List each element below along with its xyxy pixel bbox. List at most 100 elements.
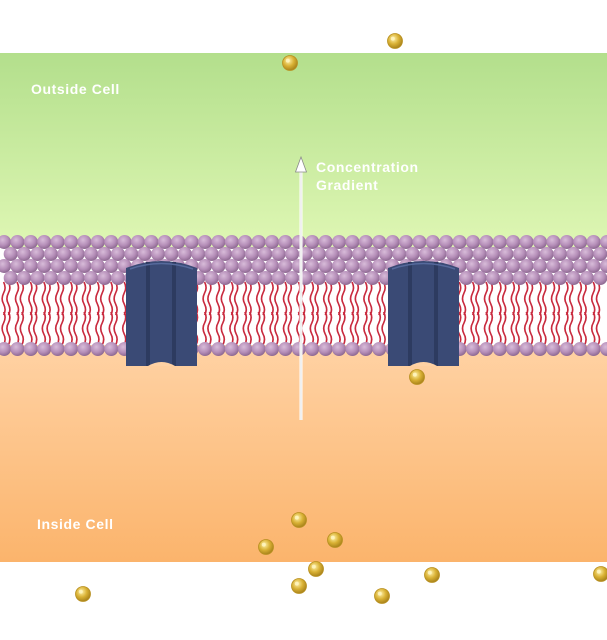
lipid-tail bbox=[287, 281, 293, 316]
lipid-head bbox=[271, 271, 286, 285]
channel-rim bbox=[391, 262, 456, 270]
lipid-tail bbox=[202, 281, 207, 316]
lipid-tail bbox=[483, 311, 489, 346]
lipid-tail bbox=[68, 311, 73, 346]
lipid-head bbox=[224, 342, 239, 356]
inside-cell-label: Inside Cell bbox=[37, 516, 114, 532]
lipid-head bbox=[265, 259, 279, 273]
lipid-tail bbox=[327, 311, 333, 346]
lipid-head bbox=[425, 235, 440, 249]
solute-particles bbox=[75, 33, 607, 604]
lipid-tail bbox=[577, 281, 583, 316]
channel-body bbox=[388, 261, 459, 366]
lipid-head bbox=[198, 235, 212, 249]
lipid-head bbox=[278, 235, 293, 249]
lipid-head bbox=[77, 342, 92, 356]
lipid-head bbox=[77, 235, 92, 249]
lipid-head bbox=[479, 259, 494, 273]
lipid-tail bbox=[282, 311, 288, 346]
lipid-head bbox=[244, 247, 259, 261]
lipid-tail bbox=[376, 281, 382, 316]
lipid-head bbox=[265, 342, 279, 356]
lipid-head bbox=[17, 271, 32, 285]
lipid-head bbox=[546, 259, 561, 273]
lipid-head bbox=[412, 235, 427, 249]
lipid-tail bbox=[99, 281, 105, 316]
solute-molecule-icon bbox=[387, 33, 403, 49]
lipid-tail bbox=[46, 311, 51, 346]
lipid-head bbox=[64, 259, 78, 273]
lipid-tail bbox=[501, 281, 507, 316]
lipid-tail bbox=[367, 311, 373, 346]
lipid-head bbox=[231, 271, 246, 285]
lipid-head bbox=[512, 271, 527, 285]
lipid-head bbox=[566, 271, 581, 285]
lipid-tail bbox=[1, 311, 6, 346]
lipid-head bbox=[311, 271, 326, 285]
channel-subunit-edge bbox=[172, 262, 176, 366]
lipid-head bbox=[586, 259, 601, 273]
lipid-head bbox=[439, 235, 454, 249]
lipid-head bbox=[311, 247, 326, 261]
lipid-head bbox=[399, 235, 413, 249]
lipid-head bbox=[305, 259, 320, 273]
lipid-tail bbox=[59, 311, 65, 346]
lipid-head bbox=[37, 259, 52, 273]
lipid-tail bbox=[255, 281, 261, 316]
lipid-bilayer bbox=[0, 235, 607, 356]
lipid-head bbox=[0, 259, 11, 273]
lipid-head bbox=[30, 247, 45, 261]
lipid-tail bbox=[528, 311, 534, 346]
lipid-head bbox=[459, 271, 474, 285]
lipid-head bbox=[64, 235, 78, 249]
lipid-tail bbox=[515, 311, 520, 346]
lipid-head bbox=[271, 247, 286, 261]
lipid-tail bbox=[247, 311, 252, 346]
lipid-tail bbox=[577, 311, 583, 346]
lipid-head bbox=[211, 342, 226, 356]
solute-molecule-icon bbox=[282, 55, 298, 71]
lipid-tail bbox=[229, 281, 234, 316]
lipid-tail bbox=[54, 281, 60, 316]
lipid-tail bbox=[287, 311, 293, 346]
lipid-tail bbox=[260, 281, 266, 316]
lipid-tail bbox=[381, 311, 386, 346]
lipid-tail bbox=[381, 281, 386, 316]
lipid-head bbox=[305, 235, 320, 249]
lipid-head bbox=[506, 342, 521, 356]
lipid-head bbox=[345, 235, 360, 249]
lipid-head bbox=[0, 342, 11, 356]
lipid-head bbox=[600, 342, 607, 356]
lipid-tail bbox=[215, 311, 221, 346]
lipid-head bbox=[472, 271, 487, 285]
lipid-tail bbox=[220, 281, 226, 316]
lipid-head bbox=[137, 247, 152, 261]
lipid-head bbox=[151, 247, 166, 261]
solute-molecule-icon bbox=[75, 586, 91, 602]
lipid-head bbox=[110, 247, 125, 261]
lipid-head bbox=[278, 342, 293, 356]
lipid-head bbox=[579, 271, 594, 285]
channel-pore bbox=[410, 362, 437, 366]
lipid-tail bbox=[568, 281, 574, 316]
lipid-head bbox=[10, 259, 25, 273]
lipid-head bbox=[445, 247, 460, 261]
lipid-head bbox=[566, 247, 581, 261]
concentration-gradient-label: Concentration Gradient bbox=[316, 158, 419, 194]
lipid-tail bbox=[582, 311, 587, 346]
lipid-tail bbox=[108, 311, 114, 346]
lipid-head bbox=[117, 235, 132, 249]
lipid-tail bbox=[73, 281, 78, 316]
lipid-head bbox=[191, 247, 206, 261]
lipid-tail bbox=[590, 311, 596, 346]
lipid-head bbox=[224, 259, 239, 273]
lipid-head bbox=[365, 271, 380, 285]
lipid-head bbox=[104, 342, 119, 356]
lipid-head bbox=[244, 271, 259, 285]
channel-rim bbox=[129, 262, 194, 270]
lipid-head bbox=[392, 247, 407, 261]
lipid-tail bbox=[255, 311, 261, 346]
lipid-tail bbox=[121, 311, 127, 346]
lipid-head bbox=[405, 247, 420, 261]
lipid-head bbox=[593, 247, 607, 261]
